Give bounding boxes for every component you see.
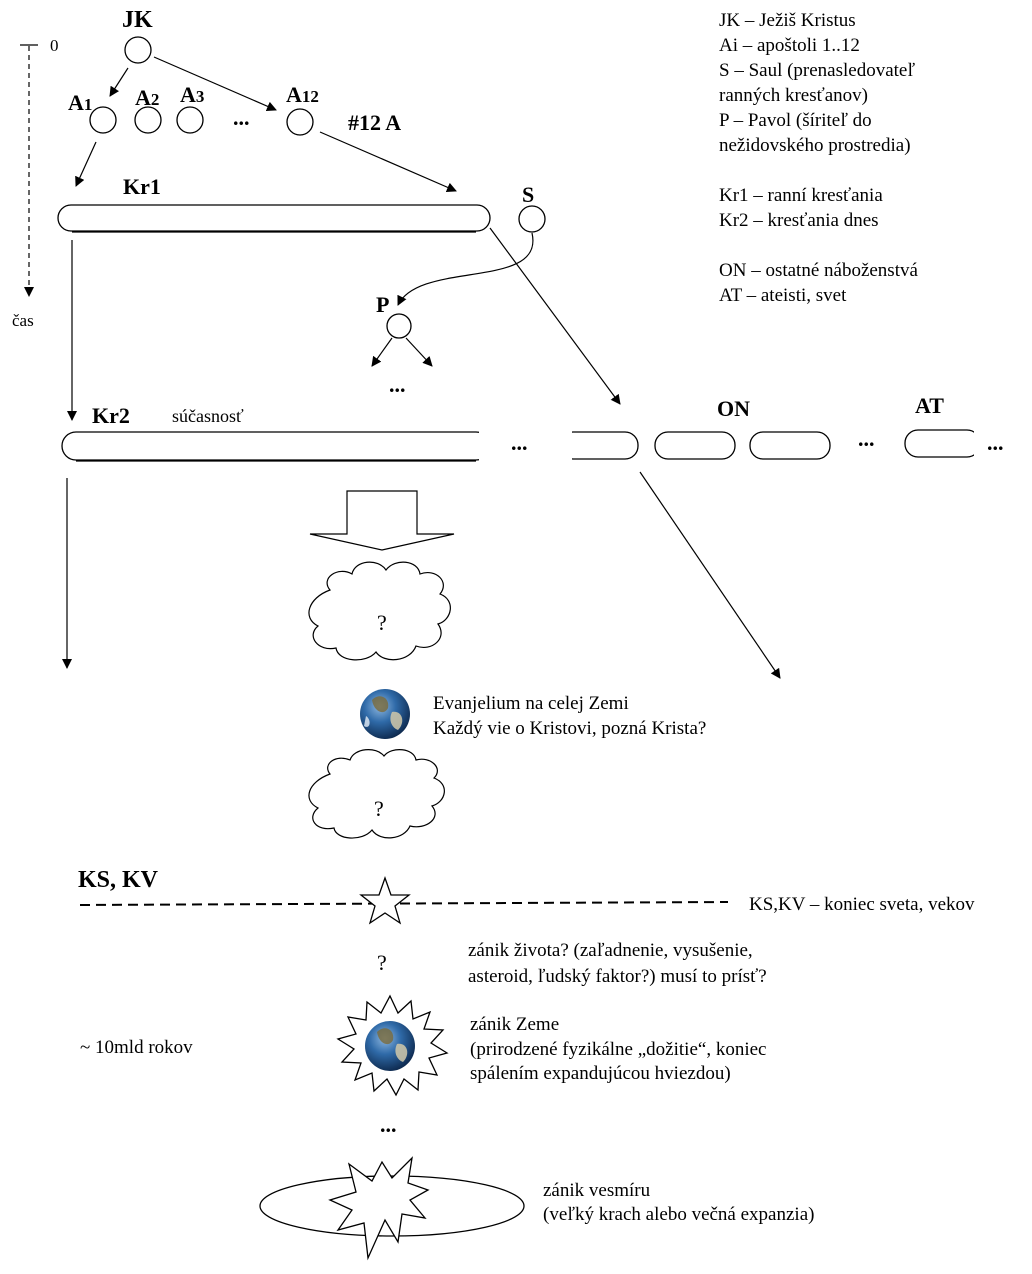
legend-line: AT – ateisti, svet xyxy=(719,285,847,306)
legend-line: JK – Ježiš Kristus xyxy=(719,10,856,31)
star-icon xyxy=(359,876,411,925)
time-label: čas xyxy=(12,311,34,330)
time-zero-label: 0 xyxy=(50,36,59,55)
universe-end-line-1: zánik vesmíru xyxy=(543,1180,651,1201)
on-bar xyxy=(654,431,736,460)
at-bar-cut xyxy=(974,425,989,465)
earth-dying-icon xyxy=(365,1021,415,1071)
legend: JK – Ježiš Kristus Ai – apoštoli 1..12 S… xyxy=(719,8,918,308)
arrow-jk-a12 xyxy=(153,56,277,111)
universe-end-line-2: (veľký krach alebo večná expanzia) xyxy=(543,1204,815,1225)
earth-end-line-1: zánik Zeme xyxy=(470,1014,560,1035)
earth-end-line-3: spálením expandujúcou hviezdou) xyxy=(470,1063,731,1084)
a3-label: A3 xyxy=(180,82,204,109)
jk-node xyxy=(124,36,152,64)
arrow-jk-a1 xyxy=(109,67,129,97)
arrow-others-down xyxy=(639,471,781,679)
jk-label: JK xyxy=(122,7,153,33)
a2-label: A2 xyxy=(135,85,159,112)
future-arrow xyxy=(309,490,455,551)
arrow-p-left xyxy=(371,337,393,367)
at-label: AT xyxy=(915,393,944,418)
legend-line: P – Pavol (šíriteľ do xyxy=(719,110,872,131)
end-of-world-line xyxy=(79,901,729,906)
legend-gap xyxy=(719,158,918,183)
ks-kv-legend: KS,KV – koniec sveta, vekov xyxy=(749,894,975,915)
legend-line: Kr1 – ranní kresťania xyxy=(719,185,883,206)
a-ellipsis: ... xyxy=(233,105,250,130)
life-end-line-1: zánik života? (zaľadnenie, vysušenie, xyxy=(468,940,753,961)
arrow-a1-kr1 xyxy=(75,141,97,187)
row-ellipsis-2: ... xyxy=(858,426,875,451)
kr1-bar xyxy=(57,204,491,232)
a12-sub: 12 xyxy=(301,87,319,106)
ks-kv-label: KS, KV xyxy=(78,867,159,893)
cloud-1 xyxy=(308,561,451,661)
a3-letter: A xyxy=(180,82,196,107)
s-node xyxy=(518,205,546,233)
arrow-kr1-others xyxy=(489,227,621,405)
hash-12a-label: #12 A xyxy=(348,110,402,135)
life-end-line-2: asteroid, ľudský faktor?) musí to prísť? xyxy=(468,966,767,987)
at-bar xyxy=(904,429,981,458)
others-bar-1-cut xyxy=(552,425,572,465)
a2-letter: A xyxy=(135,85,151,110)
on-label: ON xyxy=(717,396,750,421)
a1-sub: 1 xyxy=(83,95,93,114)
arrow-a12-kr1 xyxy=(319,131,457,193)
p-label: P xyxy=(376,292,390,317)
cloud-2-question: ? xyxy=(374,796,384,821)
cloud-2 xyxy=(308,749,445,839)
earth-end-line-2: (prirodzené fyzikálne „dožitie“, koniec xyxy=(470,1039,767,1060)
legend-line: Ai – apoštoli 1..12 xyxy=(719,35,860,56)
kr2-bar-cutoff xyxy=(479,420,499,470)
a1-label: A1 xyxy=(68,90,92,117)
kr2-bar xyxy=(61,431,491,461)
gospel-line-2: Každý vie o Kristovi, pozná Krista? xyxy=(433,718,707,739)
gospel-line-1: Evanjelium na celej Zemi xyxy=(433,693,629,714)
s-label: S xyxy=(522,182,535,207)
kr1-label: Kr1 xyxy=(123,174,161,199)
on-bar-2 xyxy=(749,431,831,460)
legend-line: Kr2 – kresťania dnes xyxy=(719,210,879,231)
universe-explosion-icon xyxy=(328,1156,430,1261)
arrow-p-right xyxy=(405,337,433,367)
final-ellipsis: ... xyxy=(380,1112,397,1137)
apostle-12-node xyxy=(286,108,314,136)
present-label: súčasnosť xyxy=(172,406,244,426)
legend-line: nežidovského prostredia) xyxy=(719,135,911,156)
legend-line: ranných kresťanov) xyxy=(719,85,868,106)
legend-line: ON – ostatné náboženstvá xyxy=(719,260,918,281)
legend-line: S – Saul (prenasledovateľ xyxy=(719,60,916,81)
a12-label: A12 xyxy=(286,82,319,109)
p-ellipsis: ... xyxy=(389,372,406,397)
arrow-s-p xyxy=(397,232,534,306)
legend-gap xyxy=(719,233,918,258)
kr2-label: Kr2 xyxy=(92,403,130,428)
a12-letter: A xyxy=(286,82,302,107)
row-ellipsis-1: ... xyxy=(511,430,528,455)
earth-icon xyxy=(360,689,410,739)
ten-billion-years-label: ~ 10mld rokov xyxy=(80,1037,193,1058)
apostle-2-node xyxy=(134,106,162,134)
question-3: ? xyxy=(377,950,387,975)
p-node xyxy=(386,313,412,339)
row-ellipsis-3: ... xyxy=(987,430,1004,455)
a2-sub: 2 xyxy=(150,90,160,109)
cloud-1-question: ? xyxy=(377,610,387,635)
apostle-1-node xyxy=(89,106,117,134)
a1-letter: A xyxy=(68,90,84,115)
a3-sub: 3 xyxy=(195,87,205,106)
apostle-3-node xyxy=(176,106,204,134)
